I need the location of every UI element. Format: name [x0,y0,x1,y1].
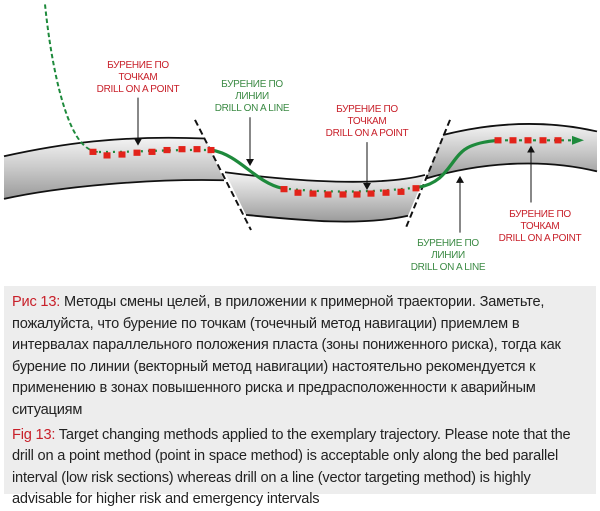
trajectory-line-section-2 [417,138,499,189]
trajectory-line-section-1 [211,148,283,190]
bed-left-top-edge [3,136,206,158]
target-point-marker [193,146,201,153]
target-point-marker [397,188,405,195]
target-point-marker [509,137,517,144]
caption-english: Fig 13: Target changing methods applied … [12,425,588,511]
target-point-marker [148,148,156,155]
trajectory-arrowhead [572,135,584,145]
fault-line-left [194,119,252,231]
target-point-marker [309,190,317,197]
target-point-marker [118,151,126,158]
target-point-marker [89,148,97,155]
bed-middle-bottom-edge [245,214,409,223]
target-points [89,137,562,198]
target-point-marker [339,191,347,198]
target-point-marker [524,137,532,144]
target-point-marker [539,137,547,144]
caption-ru-text: Методы смены целей, в приложении к приме… [12,294,561,418]
target-point-marker [280,186,288,193]
target-point-marker [367,190,375,197]
bed-right-bottom-edge [425,162,598,180]
target-point-marker [554,137,562,144]
caption-en-text: Target changing methods applied to the e… [12,426,571,508]
bed-right-top-edge [442,122,598,136]
target-point-marker [103,152,111,159]
target-point-marker [412,185,420,192]
caption-ru-fig-number: Рис 13: [12,294,61,310]
target-point-marker [294,189,302,196]
bed-left [4,137,224,199]
bed-middle-top-edge [224,171,426,183]
target-point-marker [163,146,171,154]
diagram-shapes [3,4,598,233]
bed-left-bottom-edge [3,179,225,200]
caption-russian: Рис 13: Методы смены целей, в приложении… [12,292,588,422]
target-point-marker [324,191,332,198]
target-point-marker [133,149,141,156]
bed-right [426,123,597,179]
figure-caption: Рис 13: Методы смены целей, в приложении… [4,286,596,507]
target-point-marker [382,189,390,196]
target-point-marker [494,137,502,144]
caption-en-fig-number: Fig 13: [12,426,56,443]
target-point-marker [207,146,215,154]
target-point-marker [178,146,186,153]
target-point-marker [353,191,361,198]
trajectory-approach [44,4,101,153]
